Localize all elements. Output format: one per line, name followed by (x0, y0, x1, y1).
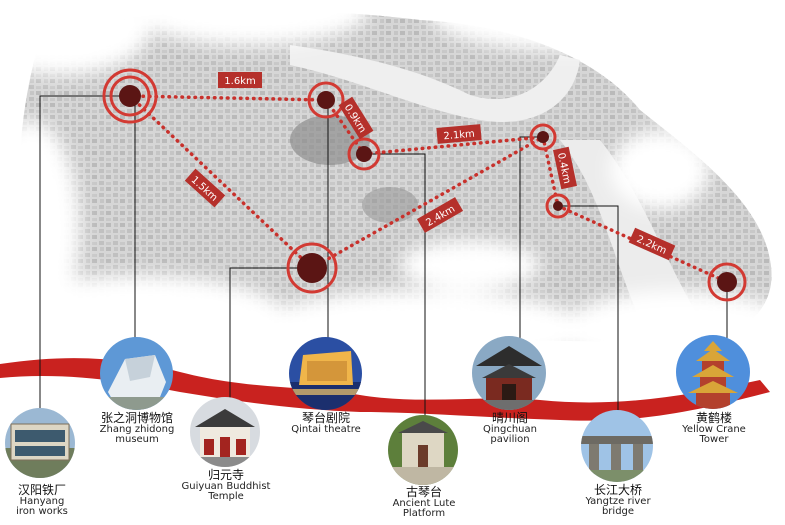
red-ribbon (0, 358, 770, 421)
landmark-label-lute: 古琴台 Ancient Lute Platform (392, 485, 456, 520)
node-yellow-crane-tower[interactable] (707, 262, 747, 302)
landmark-label-hanyang: 汉阳铁厂 Hanyang iron works (16, 483, 68, 518)
temple-icon (190, 397, 260, 467)
landmark-label-zhang-museum: 张之洞博物馆 Zhang zhidong museum (99, 411, 175, 446)
node-qintai-theatre[interactable] (307, 81, 345, 119)
bridge-icon (581, 410, 653, 482)
landmark-label-yellow-crane: 黄鹤楼 Yellow Crane Tower (682, 411, 746, 446)
landmark-label-qintai: 琴台剧院 Qintai theatre (291, 411, 361, 435)
node-qingchuan-pavilion[interactable] (529, 123, 557, 151)
distance-badge-4: 0.4km (553, 146, 577, 190)
landmark-label-qingchuan: 晴川阁 Qingchuan pavilion (483, 411, 537, 446)
node-hanyang-iron-works[interactable] (102, 68, 158, 124)
distance-badge-1: 1.6km (218, 72, 262, 88)
pavilion-icon (472, 336, 546, 410)
node-ancient-lute-platform[interactable] (347, 137, 381, 171)
gate-icon (5, 408, 75, 478)
node-yangtze-river-bridge[interactable] (545, 193, 571, 219)
distance-badge-3: 2.1km (436, 124, 482, 144)
distance-label-3: 2.1km (443, 129, 475, 143)
pagoda-icon (676, 335, 750, 409)
route-nodes (102, 68, 747, 302)
landmark-label-bridge: 长江大桥 Yangtze river bridge (585, 483, 651, 518)
museum-icon (100, 337, 173, 410)
aerial-map (19, 10, 772, 342)
lute-platform-icon (388, 415, 458, 485)
leader-lines (39, 95, 728, 420)
landmark-label-guiyuan: 归元寺 Guiyuan Buddhist Temple (181, 468, 271, 503)
theatre-icon (289, 337, 362, 410)
distance-label-1: 1.6km (224, 76, 255, 87)
node-guiyuan-temple[interactable] (286, 242, 338, 294)
